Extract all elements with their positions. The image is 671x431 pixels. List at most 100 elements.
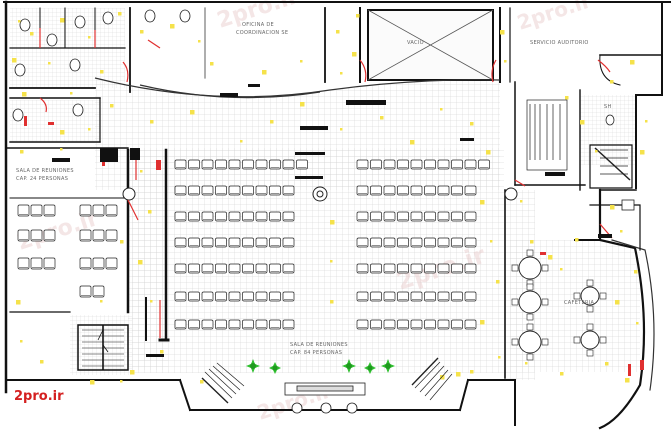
toilet-icon [14, 63, 26, 77]
corridor-curve [94, 77, 501, 98]
chair-icon [92, 229, 105, 242]
table-icon [511, 283, 549, 321]
door-icon [597, 59, 611, 73]
chair-icon [255, 185, 268, 196]
chair-icon [105, 257, 118, 270]
chair-icon [370, 159, 382, 170]
chair-icon [174, 263, 187, 274]
chair-icon [92, 257, 105, 270]
chair-icon [451, 211, 463, 222]
chair-icon [174, 291, 187, 302]
podium [284, 382, 366, 414]
chair-icon [79, 204, 92, 217]
chair-icon [356, 159, 369, 170]
furniture-bars [52, 84, 612, 357]
column-icon [122, 187, 136, 201]
chair-icon [437, 319, 450, 330]
chair-icon [356, 263, 369, 274]
void-opening: VACIO [367, 9, 494, 81]
chair-icon [30, 257, 43, 270]
chair-icon [215, 211, 227, 222]
chair-icon [242, 319, 254, 330]
chair-icon [410, 319, 423, 330]
chair-icon [356, 291, 369, 302]
chair-icon [356, 237, 369, 248]
chair-icon [201, 211, 214, 222]
chair-icon [92, 204, 105, 217]
chair-icon [451, 159, 463, 170]
chair-icon [424, 185, 436, 196]
chair-icon [383, 291, 396, 302]
svg-text:2pro.ir: 2pro.ir [214, 0, 302, 34]
office-label-1: OFICINA DE [242, 22, 274, 28]
chair-icon [397, 237, 409, 248]
chair-icon [255, 159, 268, 170]
chair-icon [451, 319, 463, 330]
office-label-2: COORDINACION SE [236, 30, 288, 36]
chair-icon [464, 263, 477, 274]
chair-icon [464, 291, 477, 302]
chair-icon [79, 257, 92, 270]
plant-icon [364, 362, 376, 374]
table-icon [573, 323, 607, 357]
plant-icon [246, 359, 260, 373]
chair-icon [228, 237, 241, 248]
chair-icon [282, 237, 295, 248]
toilet-icon [19, 18, 31, 32]
chair-icon [383, 159, 396, 170]
chair-icon [242, 211, 254, 222]
chair-icon [437, 211, 450, 222]
meeting-left-label-1: SALA DE REUNIONES [16, 168, 74, 174]
chair-icon [464, 211, 477, 222]
chair-icon [92, 285, 105, 298]
auditorium-service-label: SERVICIO AUDITORIO [530, 40, 589, 46]
toilet-icon [69, 58, 81, 72]
chair-icon [269, 291, 281, 302]
chair-icon [201, 159, 214, 170]
chair-icon [410, 159, 423, 170]
door-icon [127, 199, 139, 221]
chair-icon [242, 237, 254, 248]
chair-icon [105, 229, 118, 242]
chair-icon [188, 159, 200, 170]
chair-icon [228, 263, 241, 274]
stair-icon [77, 324, 129, 371]
chair-icon [437, 237, 450, 248]
chair-icon [269, 159, 281, 170]
chair-icon [437, 185, 450, 196]
chair-icon [356, 211, 369, 222]
chair-icon [215, 263, 227, 274]
chair-icon [255, 237, 268, 248]
chair-icon [269, 185, 281, 196]
chair-icon [79, 285, 92, 298]
chair-icon [269, 319, 281, 330]
chair-icon [370, 237, 382, 248]
chair-icon [464, 159, 477, 170]
sink-icon [621, 199, 635, 211]
table-icon [573, 279, 607, 313]
toilet-icon [46, 33, 58, 47]
logo: 2pro.ir [14, 389, 64, 404]
chair-icon [17, 229, 30, 242]
meeting-main-label-2: CAP. 84 PERSONAS [290, 350, 342, 356]
chair-icon [410, 263, 423, 274]
chair-icon [397, 263, 409, 274]
chair-icon [397, 185, 409, 196]
column-icon [504, 187, 518, 201]
stair-icon [526, 99, 631, 181]
chair-icon [174, 185, 187, 196]
chair-icon [174, 237, 187, 248]
toilet-icon [179, 9, 191, 23]
chair-icon [370, 263, 382, 274]
meeting-main-label-1: SALA DE REUNIONES [290, 342, 348, 348]
plant-icon [269, 362, 281, 374]
chair-icon [424, 319, 436, 330]
chair-icon [296, 159, 308, 170]
chair-icon [242, 263, 254, 274]
chair-icon [282, 185, 295, 196]
chair-icon [464, 319, 477, 330]
chair-icon [410, 185, 423, 196]
door-icon [514, 179, 526, 187]
chair-icon [269, 237, 281, 248]
chair-icon [410, 291, 423, 302]
